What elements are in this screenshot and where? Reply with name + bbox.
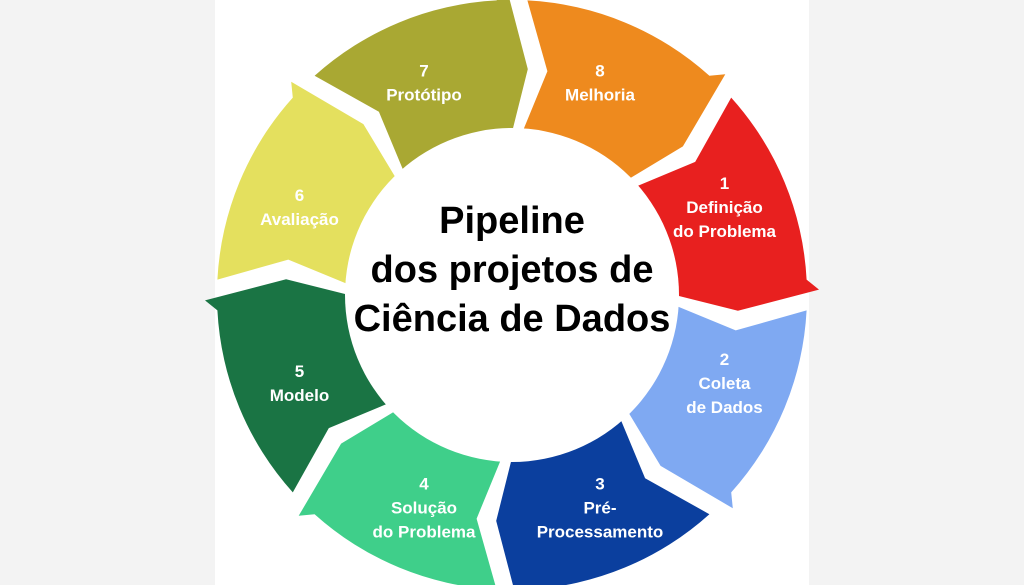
step-3-text: Processamento <box>537 523 664 542</box>
step-2-text: Coleta <box>699 374 752 393</box>
step-4-text: Solução <box>391 499 457 518</box>
step-1-text: Definição <box>686 198 763 217</box>
step-8-text: Melhoria <box>565 86 635 105</box>
step-6-number: 6 <box>295 186 304 205</box>
step-4-text: do Problema <box>373 523 477 542</box>
step-4-number: 4 <box>419 475 429 494</box>
step-7-number: 7 <box>419 62 428 81</box>
step-5-number: 5 <box>295 362 304 381</box>
step-2-text: de Dados <box>686 398 763 417</box>
step-1-text: do Problema <box>673 222 777 241</box>
center-circle <box>345 128 679 462</box>
step-5-arrow <box>205 279 395 493</box>
diagram-title-line-3: Ciência de Dados <box>354 298 671 340</box>
step-2-number: 2 <box>720 350 729 369</box>
step-7-text: Protótipo <box>386 86 462 105</box>
step-1-number: 1 <box>720 174 729 193</box>
diagram-title-line-2: dos projetos de <box>371 249 654 291</box>
step-3-text: Pré- <box>583 499 616 518</box>
diagram-title-line-1: Pipeline <box>439 200 585 242</box>
step-5-text: Modelo <box>270 386 330 405</box>
step-6-text: Avaliação <box>260 210 339 229</box>
step-8-number: 8 <box>595 62 604 81</box>
step-3-number: 3 <box>595 475 604 494</box>
step-1-arrow <box>629 97 819 311</box>
